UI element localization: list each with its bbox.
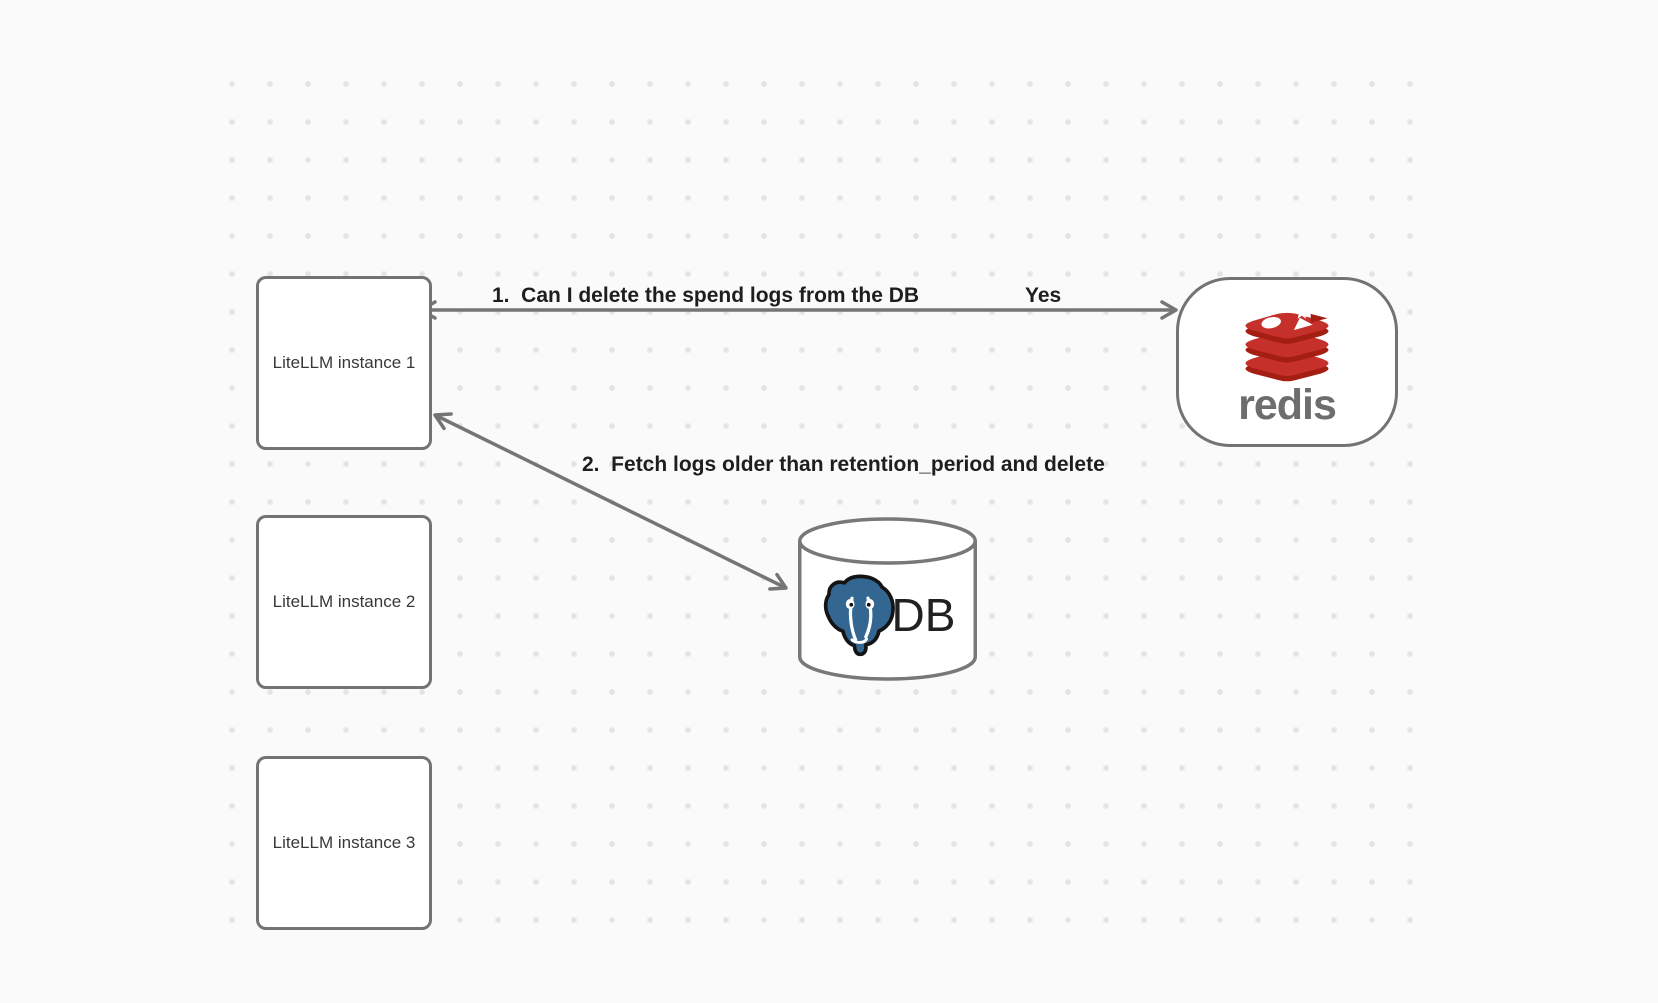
- redis-wordmark: redis: [1238, 380, 1337, 429]
- edge-1-label[interactable]: 1. Can I delete the spend logs from the …: [492, 284, 920, 307]
- edge-2-label[interactable]: 2. Fetch logs older than retention_perio…: [582, 453, 1105, 476]
- node-label: LiteLLM instance 3: [272, 833, 416, 852]
- edge-2-arrow[interactable]: [433, 412, 788, 591]
- database-label: DB: [891, 589, 956, 641]
- postgresql-icon: [823, 574, 895, 657]
- node-label: LiteLLM instance 1: [272, 353, 416, 372]
- node-litellm-instance-1[interactable]: LiteLLM instance 1: [256, 276, 432, 450]
- node-label: LiteLLM instance 2: [272, 592, 416, 611]
- node-redis[interactable]: redis: [1176, 277, 1398, 447]
- node-litellm-instance-3[interactable]: LiteLLM instance 3: [256, 756, 432, 930]
- edge-1-reply-label[interactable]: Yes: [1025, 284, 1062, 307]
- node-litellm-instance-2[interactable]: LiteLLM instance 2: [256, 515, 432, 689]
- database-content: DB: [800, 570, 976, 660]
- redis-logo-icon: [1245, 304, 1329, 381]
